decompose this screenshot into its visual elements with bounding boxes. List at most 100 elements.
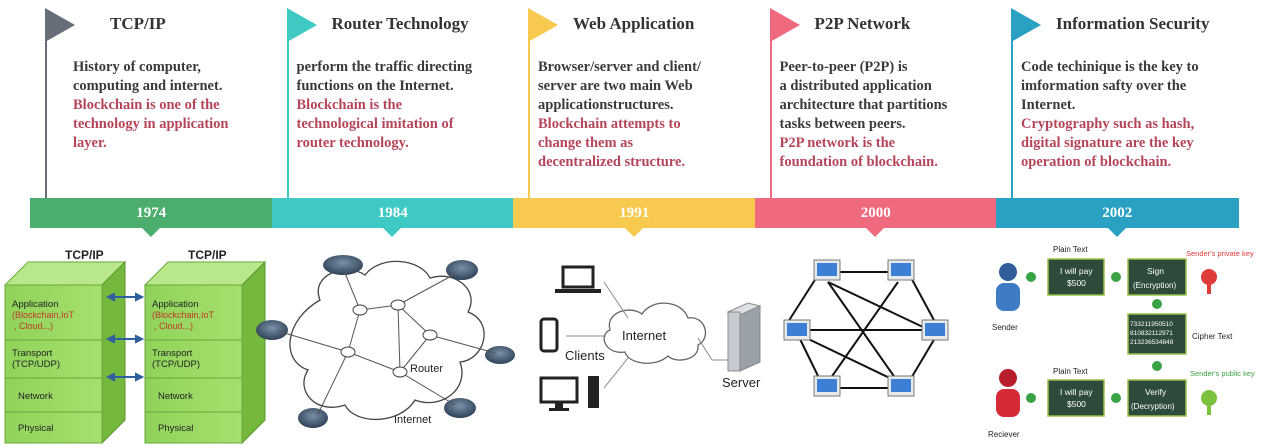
crypto-illustration: Sender Reciever Plain Text I will pay $5… xyxy=(988,245,1255,439)
verify-box xyxy=(1127,379,1187,417)
flag-icon xyxy=(45,8,75,42)
description-line: Peer-to-peer (P2P) is xyxy=(779,59,908,75)
layer-app-sub-left: (Blockchain,IoT xyxy=(12,310,75,320)
sender-avatar xyxy=(996,263,1020,311)
desktop-icon xyxy=(539,376,599,411)
tcp-ip-illustration: TCP/IP TCP/IP Application (Blockchain,Io… xyxy=(3,248,267,445)
message-line2-bottom: $500 xyxy=(1067,399,1086,409)
layer-app-sub2-right: , Cloud...) xyxy=(154,321,193,331)
description-line: functions on the Internet. xyxy=(296,78,454,94)
router-links xyxy=(277,267,496,415)
milestone-1: TCP/IP History of computer, computing and … xyxy=(30,0,272,200)
description-line: Browser/server and client/ xyxy=(538,59,701,75)
year-band: 1974 xyxy=(30,198,273,228)
layer-physical-left: Physical xyxy=(18,423,53,434)
description-line: Internet. xyxy=(1021,97,1076,113)
message-line1-bottom: I will pay xyxy=(1060,387,1093,397)
highlight-line: Blockchain attempts to xyxy=(538,116,681,132)
router-illustration: Router Internet xyxy=(256,255,515,428)
receiver-label: Reciever xyxy=(988,430,1020,439)
tcp-stack-label-right: TCP/IP xyxy=(188,248,227,262)
receiver-avatar xyxy=(996,369,1020,417)
small-clouds xyxy=(256,255,515,428)
highlight-line: P2P network is the xyxy=(779,135,896,151)
server-icon xyxy=(726,302,762,372)
flag-icon xyxy=(1011,8,1041,42)
description-line: applicationstructures. xyxy=(538,97,674,113)
router-internet-label: Internet xyxy=(394,414,431,426)
layer-application-right: Application xyxy=(152,299,198,310)
private-key-icon xyxy=(1201,269,1217,285)
layer-network-right: Network xyxy=(158,391,193,402)
cipher-line1: 733211950510 xyxy=(1130,321,1173,328)
decryption-label: (Decryption) xyxy=(1131,402,1175,411)
description-line: server are two main Web xyxy=(538,78,693,94)
highlight-line: router technology. xyxy=(296,135,409,151)
description-line: History of computer, xyxy=(73,59,201,75)
web-internet-label: Internet xyxy=(622,328,666,343)
milestone-title: Information Security xyxy=(1056,14,1210,33)
tcp-stack-right: Application (Blockchain,IoT , Cloud...) … xyxy=(143,260,267,445)
layer-network-left: Network xyxy=(18,391,53,402)
web-internet-cloud xyxy=(603,302,707,364)
year-pointer xyxy=(1106,227,1127,237)
p2p-links xyxy=(787,271,936,389)
milestone-title: TCP/IP xyxy=(110,14,166,33)
description-line: tasks between peers. xyxy=(779,116,906,132)
layer-transport-left: Transport xyxy=(12,348,53,359)
highlight-line: Cryptography such as hash, xyxy=(1021,116,1195,132)
public-key-label: Sender's public key xyxy=(1190,369,1255,378)
year-pointer xyxy=(623,227,644,237)
plain-text-label-top: Plain Text xyxy=(1053,245,1088,254)
p2p-screens xyxy=(787,263,945,392)
message-line1-top: I will pay xyxy=(1060,266,1093,276)
verify-label: Verify xyxy=(1145,387,1167,397)
message-box-top xyxy=(1047,258,1105,296)
message-box-bottom xyxy=(1047,379,1105,417)
cipher-line2: 810832112971 xyxy=(1130,330,1173,337)
milestone-description: History of computer, computing and intern… xyxy=(73,58,229,153)
milestone-description: Peer-to-peer (P2P) is a distributed appli… xyxy=(780,58,948,172)
highlight-line: Blockchain is the xyxy=(296,97,403,113)
sign-box xyxy=(1127,258,1187,296)
internet-cloud xyxy=(289,260,485,421)
highlight-line: change them as xyxy=(538,135,634,151)
description-line: Code techinique is the key to xyxy=(1021,59,1199,75)
layer-app-sub2-left: , Cloud...) xyxy=(14,321,53,331)
highlight-line: foundation of blockchain. xyxy=(779,154,938,170)
milestone-title: P2P Network xyxy=(814,14,911,33)
highlight-line: Blockchain is one of the xyxy=(73,97,220,113)
clients-label: Clients xyxy=(565,348,605,363)
p2p-computers xyxy=(783,259,949,397)
milestone-description: Browser/server and client/server are two… xyxy=(538,58,701,172)
year-pointer xyxy=(865,227,886,237)
tcp-stack-label-left: TCP/IP xyxy=(65,248,104,262)
phone-icon xyxy=(539,317,559,353)
description-line: a distributed application xyxy=(779,78,932,94)
cipher-box xyxy=(1127,313,1187,355)
layer-transport2-right: (TCP/UDP) xyxy=(152,359,200,370)
highlight-line: technological imitation of xyxy=(296,116,454,132)
web-links xyxy=(566,281,728,389)
year-band: 2002 xyxy=(996,198,1239,228)
web-application-illustration: Internet Clients Server xyxy=(539,265,762,411)
flag-pole xyxy=(528,12,530,198)
router-nodes xyxy=(340,299,438,378)
description-line: computing and internet. xyxy=(73,78,223,94)
layer-arrows xyxy=(105,292,145,382)
year-band: 1984 xyxy=(271,198,514,228)
laptop-icon xyxy=(555,265,601,293)
milestone-2: Router Technology perform the traffic dir… xyxy=(272,0,514,200)
layer-transport2-left: (TCP/UDP) xyxy=(12,359,60,370)
flag-pole xyxy=(1011,12,1013,198)
year-pointer xyxy=(382,227,403,237)
sender-label: Sender xyxy=(992,323,1018,332)
layer-app-sub-right: (Blockchain,IoT xyxy=(152,310,215,320)
highlight-line: decentralized structure. xyxy=(538,154,686,170)
flag-pole xyxy=(45,12,47,198)
milestone-title: Router Technology xyxy=(331,14,469,33)
